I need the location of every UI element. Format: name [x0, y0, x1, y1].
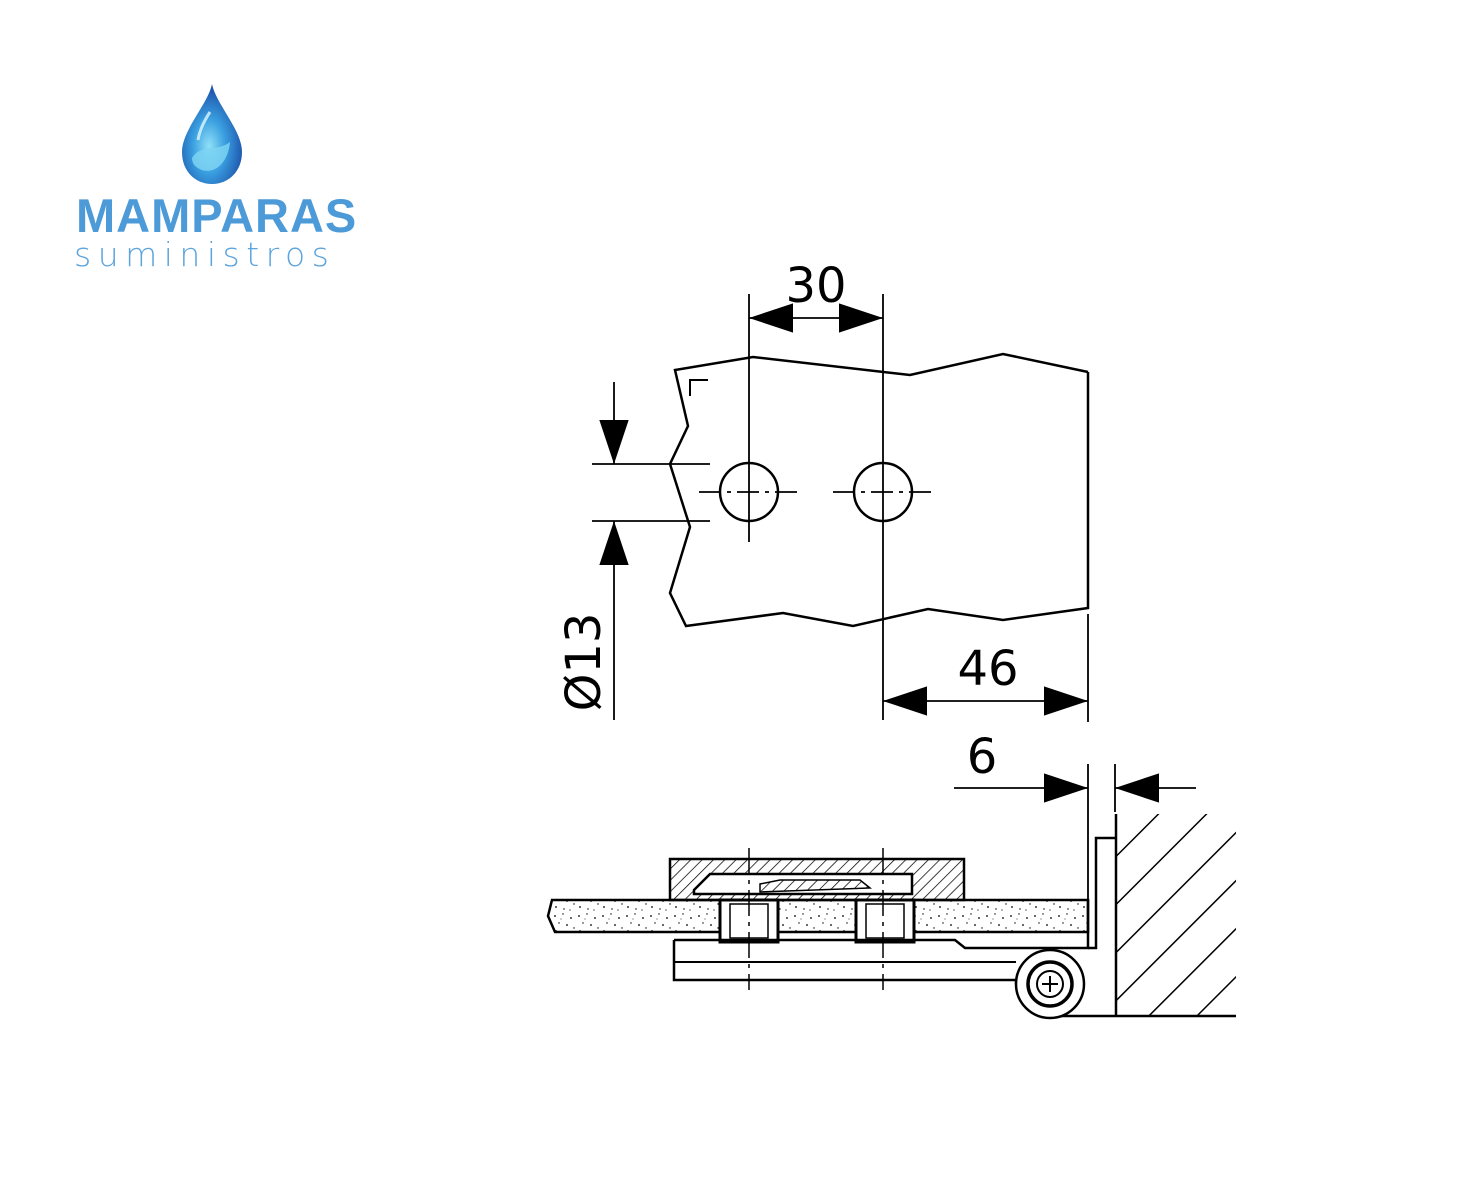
hinge-body [668, 836, 1116, 1018]
logo-subtitle: suministros [74, 235, 336, 274]
dimension-label-diameter: Ø13 [556, 613, 612, 712]
wall-section [1040, 814, 1236, 1018]
glass-panel-section [546, 898, 1090, 934]
mounting-hole-left [699, 294, 799, 542]
dimension-hole-diameter: Ø13 [556, 382, 710, 720]
pivot-screw [1014, 948, 1086, 1020]
logo-title: MAMPARAS [76, 189, 358, 242]
mounting-hole-right [833, 294, 933, 720]
dimension-hole-spacing: 30 [749, 258, 883, 333]
dimension-label-46: 46 [957, 641, 1018, 697]
water-drop-icon [182, 84, 242, 184]
section-centerlines [748, 848, 884, 990]
brand-logo: MAMPARAS suministros [70, 80, 390, 280]
dimension-label-30: 30 [785, 258, 846, 314]
dimension-label-6: 6 [967, 729, 998, 785]
glass-panel-top-view [668, 352, 1090, 628]
dimension-gap: 6 [954, 729, 1196, 900]
dimension-edge-distance: 46 [883, 614, 1089, 722]
